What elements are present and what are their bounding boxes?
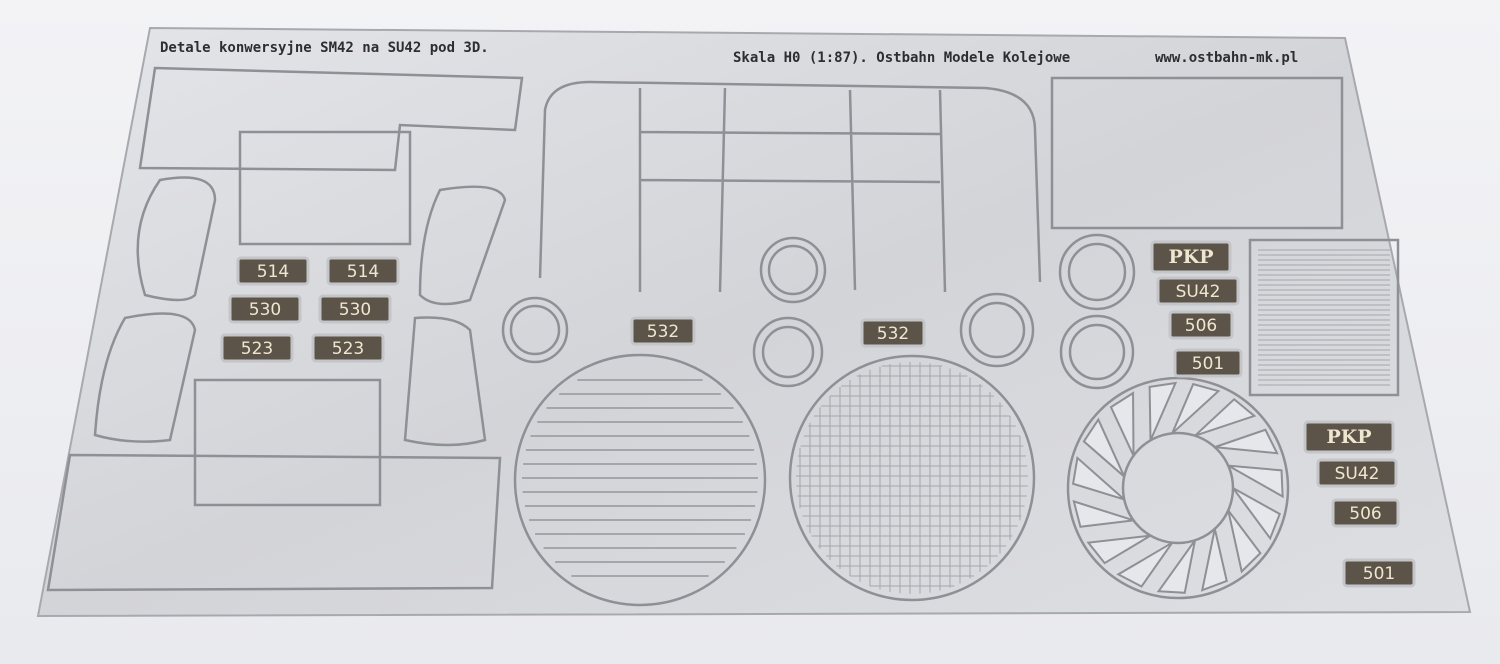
- ring: [501, 296, 569, 364]
- fan-blade-vane: [1148, 381, 1178, 441]
- plate-text: 523: [332, 339, 364, 359]
- grille-lines: [522, 249, 1390, 594]
- sheet-title-right: Skala H0 (1:87). Ostbahn Modele Kolejowe: [733, 50, 1070, 66]
- ring: [752, 316, 824, 388]
- etched-fret: [36, 26, 1472, 618]
- louvre-frame-top: [238, 130, 412, 246]
- plate-text: 530: [249, 300, 281, 320]
- plate-text: PKP: [1168, 246, 1213, 268]
- roof-panel-bottom: [46, 453, 502, 592]
- number-plate-532: 532: [860, 318, 926, 348]
- mesh-grille: [788, 354, 1036, 602]
- number-plate-523: 523: [220, 333, 294, 363]
- ring: [1059, 314, 1135, 390]
- number-plate-506: 506: [1331, 498, 1400, 528]
- number-plate-506: 506: [1168, 310, 1234, 340]
- plate-text: SU42: [1176, 282, 1221, 302]
- fan-blade-vane: [1194, 397, 1257, 437]
- fan-blade-vane: [1072, 499, 1134, 528]
- number-plate-530: 530: [228, 294, 302, 324]
- number-plate-501: 501: [1173, 348, 1243, 378]
- plate-text: 506: [1185, 316, 1217, 336]
- louvre-frame-bottom: [193, 378, 382, 507]
- fan-blade-vane: [1116, 541, 1174, 588]
- number-plate-pkp: PKP: [1303, 420, 1395, 454]
- plate-text: 506: [1349, 504, 1381, 524]
- plate-text: 514: [347, 262, 379, 282]
- handrail-frame: [538, 80, 1042, 293]
- number-plate-su42: SU42: [1316, 458, 1398, 488]
- side-window-4: [403, 316, 487, 447]
- plate-text: 532: [647, 322, 679, 342]
- fan-blade-vane: [1109, 391, 1135, 457]
- etched-parts: [46, 66, 1400, 607]
- fan-blade-vane: [1082, 417, 1126, 478]
- plate-text: 530: [339, 300, 371, 320]
- number-plate-532: 532: [630, 316, 696, 346]
- fan-blade-vane: [1071, 455, 1125, 501]
- fan-blade-vane: [1214, 428, 1279, 455]
- ring: [759, 236, 827, 304]
- fan-blade: [1066, 376, 1290, 600]
- ring: [959, 292, 1035, 368]
- plate-text: 501: [1363, 564, 1395, 584]
- number-plate-514: 514: [236, 256, 310, 286]
- sheet-website: www.ostbahn-mk.pl: [1155, 50, 1298, 66]
- plate-text: SU42: [1335, 464, 1380, 484]
- sheet-title-left: Detale konwersyjne SM42 na SU42 pod 3D.: [160, 40, 489, 56]
- fan-blade-vane: [1227, 464, 1284, 499]
- plate-text: 501: [1192, 354, 1224, 374]
- plate-text: 514: [257, 262, 289, 282]
- number-plate-523: 523: [311, 333, 385, 363]
- plate-text: 532: [877, 324, 909, 344]
- plate-text: 523: [241, 339, 273, 359]
- number-plate-514: 514: [326, 256, 400, 286]
- fan-blade-vane: [1156, 539, 1196, 594]
- number-plate-pkp: PKP: [1150, 240, 1232, 274]
- side-window-2: [93, 312, 197, 443]
- number-plate-501: 501: [1342, 558, 1416, 588]
- vent-grille: [1248, 238, 1400, 397]
- side-window-1: [136, 176, 217, 302]
- number-plate-530: 530: [318, 294, 392, 324]
- fan-blade-vane: [1200, 528, 1228, 592]
- louvre-grille: [513, 353, 767, 607]
- side-window-3: [418, 185, 507, 306]
- fan-blade-vane: [1086, 534, 1152, 565]
- fan-blade-vane: [1227, 509, 1262, 574]
- roof-panel-top: [138, 66, 524, 172]
- number-plate-su42: SU42: [1156, 276, 1240, 306]
- door-panel: [1050, 76, 1344, 230]
- fan-blade-vane: [1232, 487, 1281, 541]
- ring: [1058, 233, 1136, 311]
- plate-text: PKP: [1326, 426, 1371, 448]
- fan-blade-vane: [1171, 382, 1221, 435]
